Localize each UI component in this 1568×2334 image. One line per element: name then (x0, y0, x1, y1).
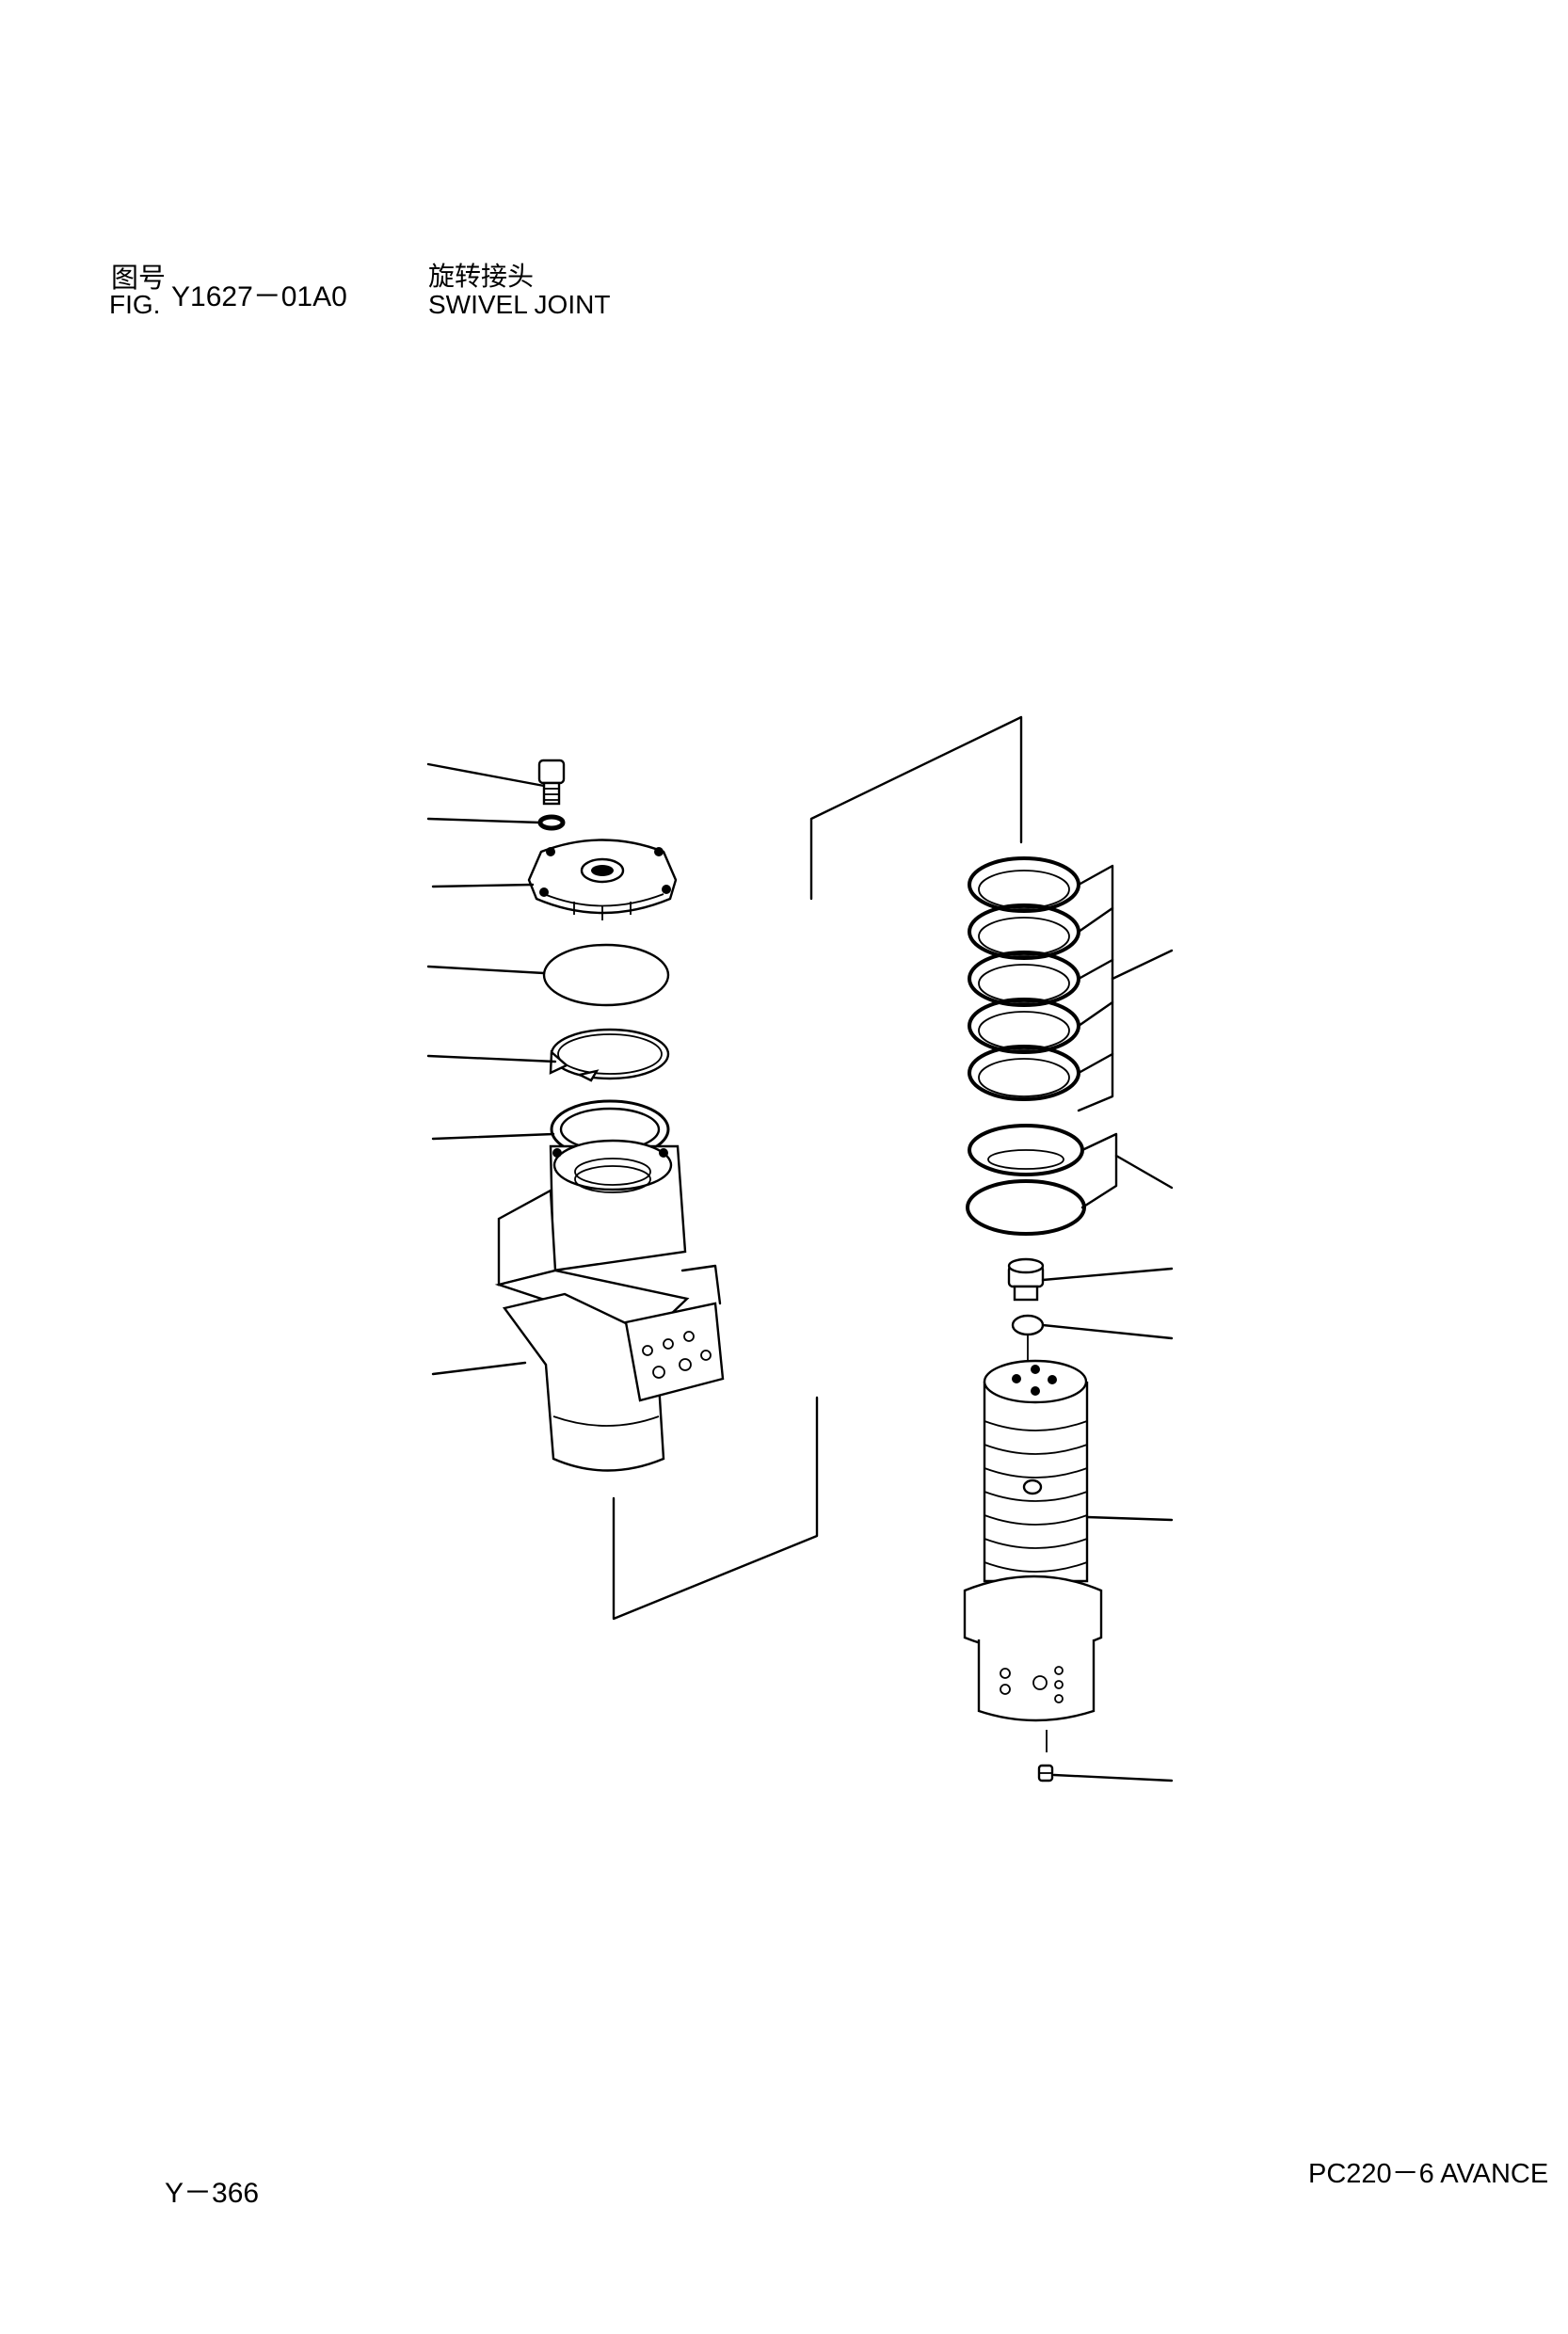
left-leader-lines (426, 762, 557, 1376)
swivel-shaft-part (963, 1335, 1174, 1722)
washer-part (537, 814, 566, 831)
fig-label-cn: 图号 (111, 262, 167, 294)
plug-part (1007, 1257, 1174, 1302)
swivel-housing-part (494, 1139, 725, 1472)
seal-stack-bracket (1077, 864, 1174, 1112)
o-ring-pair (966, 1124, 1174, 1236)
figure-number: Y1627－01A0 (171, 281, 347, 312)
bottom-plug-part (1037, 1730, 1174, 1782)
small-o-ring-part (1011, 1314, 1174, 1340)
o-ring-part (542, 943, 670, 1007)
model-name: PC220－6 AVANCE (1308, 2159, 1549, 2189)
page-number: Y－366 (165, 2178, 260, 2209)
seal-ring-stack (968, 856, 1080, 1101)
fig-label-en: FIG. (109, 290, 161, 319)
cover-part (527, 839, 678, 920)
title-cn: 旋转接头 (428, 261, 535, 292)
title-en: SWIVEL JOINT (428, 290, 611, 319)
bolt-part (537, 759, 566, 806)
assembly-connector-line (612, 715, 1023, 1621)
snap-ring-part (549, 1028, 670, 1082)
